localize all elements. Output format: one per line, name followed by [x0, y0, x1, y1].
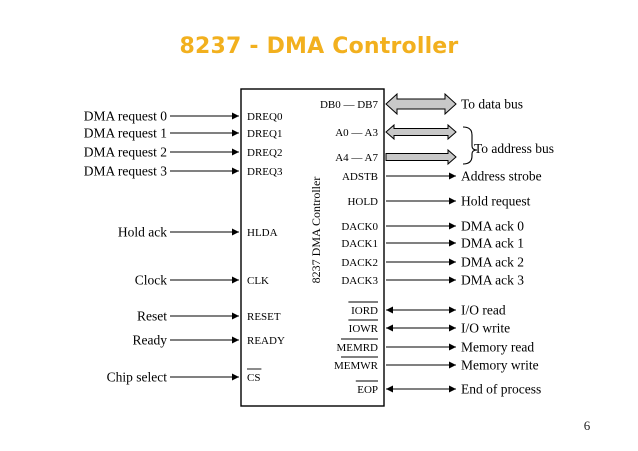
pin-name: EOP [357, 384, 378, 396]
pin-name: HLDA [247, 227, 278, 239]
signal-label: Clock [135, 273, 167, 288]
signal-label: DMA request 2 [84, 145, 167, 160]
slide-title: 8237 - DMA Controller [179, 34, 459, 59]
pin-name: CLK [247, 275, 269, 287]
right-signal-dack0: DACK0 DMA ack 0 [341, 219, 524, 234]
bus-arrow [385, 148, 457, 166]
signal-label: Memory read [461, 340, 534, 355]
signal-label: DMA ack 0 [461, 219, 524, 234]
pin-name: MEMWR [334, 360, 379, 372]
pin-name: A4 — A7 [335, 152, 378, 164]
pin-name: CS [247, 372, 260, 384]
pin-name: DACK1 [341, 238, 378, 250]
signal-label: DMA ack 2 [461, 255, 524, 270]
pin-name: DB0 — DB7 [320, 99, 379, 111]
address-group-label: To address bus [474, 141, 554, 156]
left-signal-dreq2: DMA request 2 DREQ2 [84, 145, 283, 160]
left-signal-cs: Chip select CS [107, 368, 262, 385]
pin-name: RESET [247, 311, 281, 323]
signal-label: I/O write [461, 321, 510, 336]
signal-label: Address strobe [461, 169, 542, 184]
right-signal-eop: EOP End of process [355, 380, 541, 397]
bus-arrow [385, 92, 457, 116]
signal-label: Ready [133, 333, 168, 348]
pin-name: IORD [351, 305, 378, 317]
right-signal-memrd: MEMRD Memory read [336, 338, 534, 355]
left-signal-clk: Clock CLK [135, 273, 269, 288]
pin-name: DACK3 [341, 275, 378, 287]
pin-name: HOLD [347, 196, 378, 208]
pin-name: DACK0 [341, 221, 378, 233]
signal-label: DMA request 1 [84, 126, 167, 141]
signal-label: DMA ack 1 [461, 236, 524, 251]
signal-label: End of process [461, 382, 541, 397]
right-signal-memwr: MEMWR Memory write [334, 356, 539, 373]
signal-label: DMA ack 3 [461, 273, 524, 288]
right-signal-iowr: IOWR I/O write [348, 319, 510, 336]
left-signal-dreq1: DMA request 1 DREQ1 [84, 126, 283, 141]
right-signal-dack3: DACK3 DMA ack 3 [341, 273, 524, 288]
pin-name: DREQ1 [247, 128, 282, 140]
signal-label: Hold ack [118, 225, 167, 240]
pin-name: ADSTB [342, 171, 378, 183]
right-signal-adstb: ADSTB Address strobe [342, 169, 542, 184]
signal-label: I/O read [461, 303, 506, 318]
left-signal-reset: Reset RESET [137, 309, 281, 324]
right-signal-iord: IORD I/O read [348, 301, 506, 318]
right-signal-a0-a3: A0 — A3 [335, 123, 457, 141]
left-signal-dreq3: DMA request 3 DREQ3 [84, 164, 283, 179]
pin-name: A0 — A3 [335, 127, 378, 139]
signal-label: Reset [137, 309, 167, 324]
pin-name: DREQ3 [247, 166, 283, 178]
signal-label: Memory write [461, 358, 539, 373]
page-number: 6 [583, 418, 591, 433]
left-signal-ready: Ready READY [133, 333, 285, 348]
right-signal-dack1: DACK1 DMA ack 1 [341, 236, 524, 251]
right-signal-dack2: DACK2 DMA ack 2 [341, 255, 524, 270]
pin-name: DACK2 [341, 257, 378, 269]
left-signal-dreq0: DMA request 0 DREQ0 [84, 109, 283, 124]
chip-body [240, 88, 385, 407]
signal-label: Hold request [461, 194, 531, 209]
right-signal-db0-db7: DB0 — DB7 To data bus [320, 92, 523, 116]
pin-name: DREQ0 [247, 111, 283, 123]
pin-name: MEMRD [336, 342, 378, 354]
right-signal-a4-a7: A4 — A7 [335, 148, 457, 166]
signal-label: Chip select [107, 370, 168, 385]
pin-name: DREQ2 [247, 147, 282, 159]
pin-name: READY [247, 335, 285, 347]
pin-name: IOWR [349, 323, 379, 335]
signal-label: DMA request 3 [84, 164, 167, 179]
left-signal-hlda: Hold ack HLDA [118, 225, 278, 240]
address-group-bracket [462, 126, 478, 165]
bus-arrow [385, 123, 457, 141]
signal-label: To data bus [461, 97, 523, 112]
right-signal-hold: HOLD Hold request [347, 194, 530, 209]
chip-name: 8237 DMA Controller [309, 177, 323, 284]
signal-label: DMA request 0 [84, 109, 167, 124]
